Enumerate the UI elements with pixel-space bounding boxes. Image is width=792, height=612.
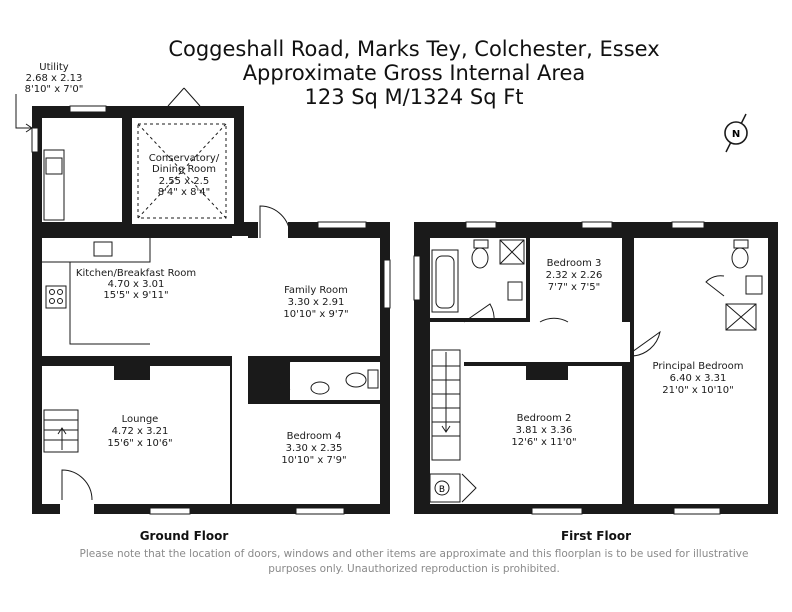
- bedroom2-label: Bedroom 2 3.81 x 3.36 12'6" x 11'0": [511, 413, 576, 448]
- kitchen-label: Kitchen/Breakfast Room 4.70 x 3.01 15'5"…: [76, 268, 196, 301]
- conservatory-name-1: Conservatory/: [149, 153, 220, 164]
- bedroom4-name: Bedroom 4: [287, 431, 342, 442]
- family-label: Family Room 3.30 x 2.91 10'10" x 9'7": [283, 285, 348, 320]
- title-area-value: 123 Sq M/1324 Sq Ft: [304, 85, 523, 109]
- conservatory-metric: 2.55 x 2.5: [159, 176, 209, 187]
- bedroom2-imperial: 12'6" x 11'0": [511, 437, 576, 448]
- principal-name: Principal Bedroom: [652, 361, 743, 372]
- first-floor-caption: First Floor: [561, 529, 631, 543]
- bedroom3-room: [530, 238, 622, 324]
- bedroom2-metric: 3.81 x 3.36: [516, 425, 573, 436]
- bedroom2-name: Bedroom 2: [517, 413, 572, 424]
- utility-metric: 2.68 x 2.13: [26, 73, 83, 84]
- title-address: Coggeshall Road, Marks Tey, Colchester, …: [168, 37, 659, 61]
- family-imperial: 10'10" x 9'7": [283, 309, 348, 320]
- bedroom4-room: [248, 404, 380, 504]
- lounge-name: Lounge: [122, 414, 159, 425]
- title-area-label: Approximate Gross Internal Area: [243, 61, 586, 85]
- conservatory-label: Conservatory/ Dining Room 2.55 x 2.5 8'4…: [149, 153, 220, 198]
- kitchen-metric: 4.70 x 3.01: [108, 279, 165, 290]
- lounge-imperial: 15'6" x 10'6": [107, 438, 172, 449]
- family-name: Family Room: [284, 285, 348, 296]
- utility-label: Utility 2.68 x 2.13 8'10" x 7'0": [25, 62, 84, 95]
- conservatory-room: [132, 118, 234, 224]
- ground-hall: [232, 236, 248, 504]
- compass-icon: N: [724, 113, 748, 153]
- family-room: [248, 238, 380, 356]
- ground-wc-room: [290, 362, 380, 400]
- disclaimer-line-2: purposes only. Unauthorized reproduction…: [268, 563, 560, 575]
- disclaimer-line-1: Please note that the location of doors, …: [80, 548, 749, 560]
- bedroom4-imperial: 10'10" x 7'9": [281, 455, 346, 466]
- utility-name: Utility: [39, 62, 68, 73]
- bedroom4-label: Bedroom 4 3.30 x 2.35 10'10" x 7'9": [281, 431, 346, 466]
- bedroom2-room: [464, 366, 622, 504]
- lounge-label: Lounge 4.72 x 3.21 15'6" x 10'6": [107, 414, 172, 449]
- lounge-metric: 4.72 x 3.21: [112, 426, 169, 437]
- conservatory-name-2: Dining Room: [152, 164, 216, 175]
- principal-metric: 6.40 x 3.31: [670, 373, 727, 384]
- conservatory-imperial: 8'4" x 8'4": [158, 187, 210, 198]
- principal-label: Principal Bedroom 6.40 x 3.31 21'0" x 10…: [652, 361, 743, 396]
- kitchen-name: Kitchen/Breakfast Room: [76, 268, 196, 279]
- ground-floor-caption: Ground Floor: [140, 529, 229, 543]
- compass-label: N: [732, 129, 740, 140]
- landing-room: [464, 322, 630, 362]
- first-floor-plan: B: [413, 221, 778, 515]
- kitchen-room: [42, 238, 232, 356]
- bedroom3-label: Bedroom 3 2.32 x 2.26 7'7" x 7'5": [546, 258, 603, 293]
- family-metric: 3.30 x 2.91: [288, 297, 345, 308]
- kitchen-imperial: 15'5" x 9'11": [103, 290, 168, 301]
- bedroom3-name: Bedroom 3: [547, 258, 602, 269]
- utility-imperial: 8'10" x 7'0": [25, 84, 84, 95]
- bedroom3-metric: 2.32 x 2.26: [546, 270, 603, 281]
- bedroom3-imperial: 7'7" x 7'5": [548, 282, 600, 293]
- boiler-marker: B: [439, 485, 445, 495]
- principal-imperial: 21'0" x 10'10": [662, 385, 734, 396]
- ground-floor-plan: [15, 87, 391, 515]
- bedroom4-metric: 3.30 x 2.35: [286, 443, 343, 454]
